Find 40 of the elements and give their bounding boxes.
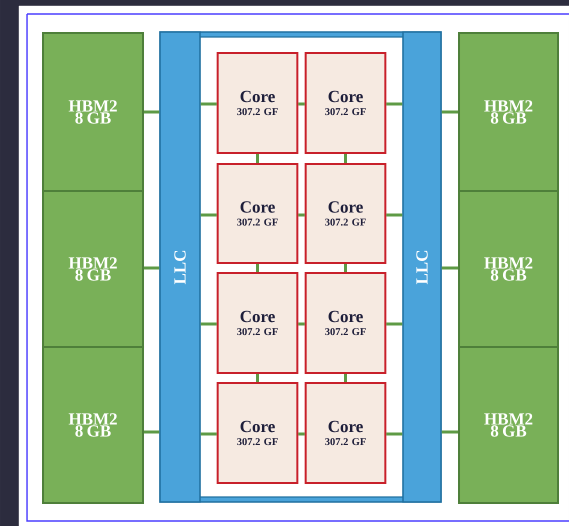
core-box: Core 307.2 GF (304, 163, 386, 264)
core-box: Core 307.2 GF (304, 272, 386, 374)
cache-bar: LLC (402, 31, 442, 503)
memory-box: HBM2 8 GB (458, 32, 559, 192)
connector (386, 102, 402, 106)
connector (144, 110, 160, 114)
connector (386, 322, 402, 326)
connector (200, 214, 217, 216)
cache-bar: LLC (159, 31, 201, 503)
connector (144, 266, 160, 270)
connector (344, 264, 347, 272)
connector (386, 214, 402, 216)
connector (256, 374, 259, 382)
connector (298, 214, 305, 216)
core-box: Core 307.2 GF (216, 52, 298, 154)
connector (386, 432, 402, 436)
memory-box: HBM2 8 GB (458, 190, 559, 348)
core-box: Core 307.2 GF (216, 382, 298, 484)
connector (298, 322, 305, 326)
connector (442, 110, 458, 114)
core-box: Core 307.2 GF (304, 382, 386, 484)
memory-box: HBM2 8 GB (42, 190, 144, 348)
connector (298, 432, 305, 436)
core-box: Core 307.2 GF (216, 272, 298, 374)
connector (442, 430, 458, 434)
core-box: Core 307.2 GF (216, 163, 298, 264)
connector (442, 266, 458, 270)
connector (344, 374, 347, 382)
connector (298, 102, 305, 106)
memory-box: HBM2 8 GB (458, 346, 559, 504)
connector (144, 430, 160, 434)
memory-box: HBM2 8 GB (42, 32, 144, 192)
connector (200, 322, 217, 326)
core-box: Core 307.2 GF (304, 52, 386, 154)
connector (256, 154, 259, 163)
connector (200, 102, 217, 106)
connector (200, 432, 217, 436)
memory-box: HBM2 8 GB (42, 346, 144, 504)
connector (256, 264, 259, 272)
connector (344, 154, 347, 163)
